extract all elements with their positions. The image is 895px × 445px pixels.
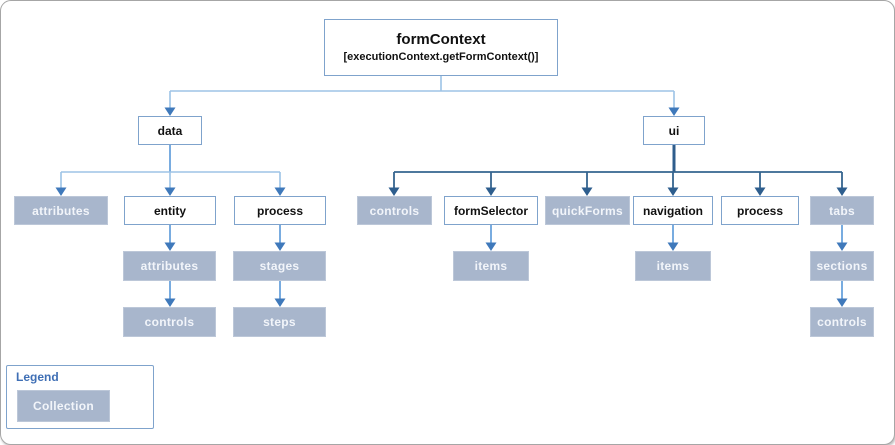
node-ui-controls: controls <box>357 196 432 225</box>
node-ui: ui <box>643 116 705 145</box>
node-entity-controls: controls <box>123 307 216 337</box>
legend-title: Legend <box>16 370 59 384</box>
node-tabs: tabs <box>810 196 874 225</box>
node-entity-attributes: attributes <box>123 251 216 281</box>
node-formcontext-title: formContext <box>396 30 486 48</box>
node-process-stages: stages <box>233 251 326 281</box>
node-sections-controls: controls <box>810 307 874 337</box>
node-quickforms: quickForms <box>545 196 630 225</box>
arrowheads-root <box>164 107 680 116</box>
node-data-attributes: attributes <box>14 196 108 225</box>
node-formcontext-subtitle: [executionContext.getFormContext()] <box>343 51 539 64</box>
node-formselector: formSelector <box>444 196 538 225</box>
legend-collection-swatch: Collection <box>17 390 110 422</box>
node-tabs-sections: sections <box>810 251 874 281</box>
node-data: data <box>138 116 202 145</box>
node-process-steps: steps <box>233 307 326 337</box>
node-data-process: process <box>234 196 326 225</box>
node-entity: entity <box>124 196 216 225</box>
node-formcontext: formContext [executionContext.getFormCon… <box>324 19 558 76</box>
node-navigation: navigation <box>633 196 713 225</box>
legend: Legend Collection <box>6 365 154 429</box>
connector-root <box>169 76 675 108</box>
node-navigation-items: items <box>635 251 711 281</box>
node-ui-process: process <box>721 196 799 225</box>
connector-ui-branch <box>388 145 848 196</box>
connector-data-branch <box>55 145 286 196</box>
node-formselector-items: items <box>453 251 529 281</box>
